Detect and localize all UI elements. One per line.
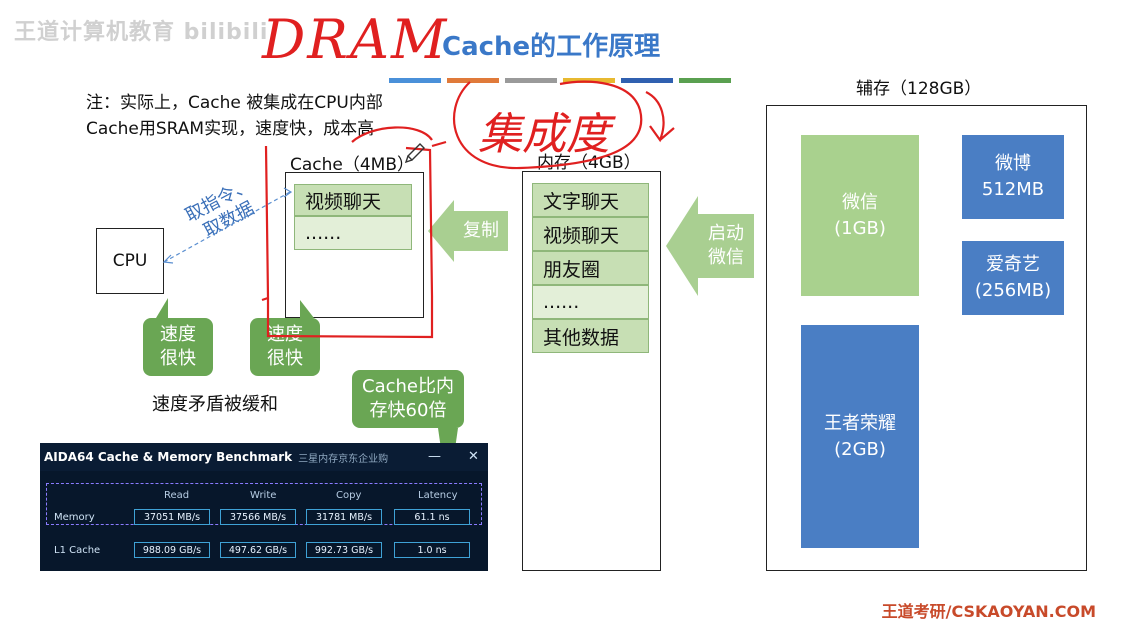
col-read: Read <box>164 490 190 501</box>
memory-item-1: 文字聊天 <box>532 183 649 217</box>
memory-item-3: 朋友圈 <box>532 251 649 285</box>
copy-arrow-head <box>428 200 454 262</box>
memory-copy: 31781 MB/s <box>306 509 382 525</box>
fetch-label: 取指令、 取数据 <box>182 174 266 247</box>
l1-latency: 1.0 ns <box>394 542 470 558</box>
callout-cpu-speed: 速度 很快 <box>143 318 213 376</box>
red-arrow-jicheng <box>645 91 675 143</box>
relief-text: 速度矛盾被缓和 <box>152 394 278 415</box>
col-write: Write <box>250 490 277 501</box>
memory-write: 37566 MB/s <box>220 509 296 525</box>
cache-item-2: ...... <box>294 216 412 250</box>
l1-write: 497.62 GB/s <box>220 542 296 558</box>
footer-brand: 王道考研/CSKAOYAN.COM <box>881 602 1096 621</box>
handwritten-dram: DRAM <box>262 8 449 71</box>
callout-cpu-speed-line2: 很快 <box>160 348 196 369</box>
callout-cpu-speed-pointer <box>156 298 168 318</box>
memory-item-4: ...... <box>532 285 649 319</box>
benchmark-close-button[interactable]: ✕ <box>468 449 479 464</box>
memory-item-2: 视频聊天 <box>532 217 649 251</box>
app-weibo: 微博 512MB <box>962 135 1064 219</box>
storage-label: 辅存（128GB） <box>856 79 982 99</box>
cpu-label: CPU <box>112 251 148 271</box>
copy-arrow: 复制 <box>428 200 508 262</box>
launch-arrow: 启动 微信 <box>666 196 756 296</box>
memory-label: 内存（4GB） <box>537 153 641 173</box>
title-colorbar-4 <box>563 78 615 83</box>
title-colorbar-5 <box>621 78 673 83</box>
launch-arrow-head <box>666 196 698 296</box>
copy-arrow-body: 复制 <box>454 211 508 251</box>
l1-read: 988.09 GB/s <box>134 542 210 558</box>
red-tick-cache <box>261 296 269 302</box>
row-memory-label: Memory <box>54 512 95 523</box>
callout-cache-faster-line2: 存快60倍 <box>369 400 447 421</box>
col-latency: Latency <box>418 490 458 501</box>
red-dash-cost <box>431 140 447 148</box>
row-l1-label: L1 Cache <box>54 545 101 556</box>
memory-item-5: 其他数据 <box>532 319 649 353</box>
copy-label: 复制 <box>463 220 499 241</box>
app-iqiyi: 爱奇艺 (256MB) <box>962 241 1064 315</box>
note-line-1: 注：实际上，Cache 被集成在CPU内部 <box>86 93 383 113</box>
benchmark-subtitle: 三星内存京东企业购 <box>298 453 389 465</box>
callout-cache-speed-line1: 速度 <box>267 324 303 345</box>
callout-cache-faster-line1: Cache比内 <box>362 376 454 397</box>
callout-cache-speed-line2: 很快 <box>267 348 303 369</box>
title-colorbar-6 <box>679 78 731 83</box>
callout-cache-speed-pointer <box>300 300 314 318</box>
note-line-2: Cache用SRAM实现，速度快，成本高 <box>86 119 375 139</box>
callout-cache-speed: 速度 很快 <box>250 318 320 376</box>
launch-arrow-body: 启动 微信 <box>698 214 754 278</box>
memory-read: 37051 MB/s <box>134 509 210 525</box>
launch-label-line1: 启动 <box>708 223 744 244</box>
l1-copy: 992.73 GB/s <box>306 542 382 558</box>
cpu-box: CPU <box>96 228 164 294</box>
benchmark-title: AIDA64 Cache & Memory Benchmark <box>44 450 293 464</box>
app-wechat: 微信 (1GB) <box>801 135 919 296</box>
bilibili-watermark: 王道计算机教育 bilibili <box>14 20 269 45</box>
title-colorbar-1 <box>389 78 441 83</box>
benchmark-titlebar: AIDA64 Cache & Memory Benchmark 三星内存京东企业… <box>40 443 488 471</box>
callout-cache-faster: Cache比内 存快60倍 <box>352 370 464 428</box>
fetch-arrowhead-left <box>162 254 174 264</box>
cache-item-1: 视频聊天 <box>294 184 412 216</box>
title-colorbar-3 <box>505 78 557 83</box>
app-honor-of-kings: 王者荣耀 (2GB) <box>801 325 919 548</box>
benchmark-minimize-button[interactable]: — <box>428 449 441 464</box>
col-copy: Copy <box>336 490 362 501</box>
launch-label-line2: 微信 <box>708 247 744 268</box>
callout-cpu-speed-line1: 速度 <box>160 324 196 345</box>
memory-latency: 61.1 ns <box>394 509 470 525</box>
title-colorbar-2 <box>447 78 499 83</box>
aida64-benchmark-window: AIDA64 Cache & Memory Benchmark 三星内存京东企业… <box>40 443 488 571</box>
page-title: Cache的工作原理 <box>442 32 661 62</box>
